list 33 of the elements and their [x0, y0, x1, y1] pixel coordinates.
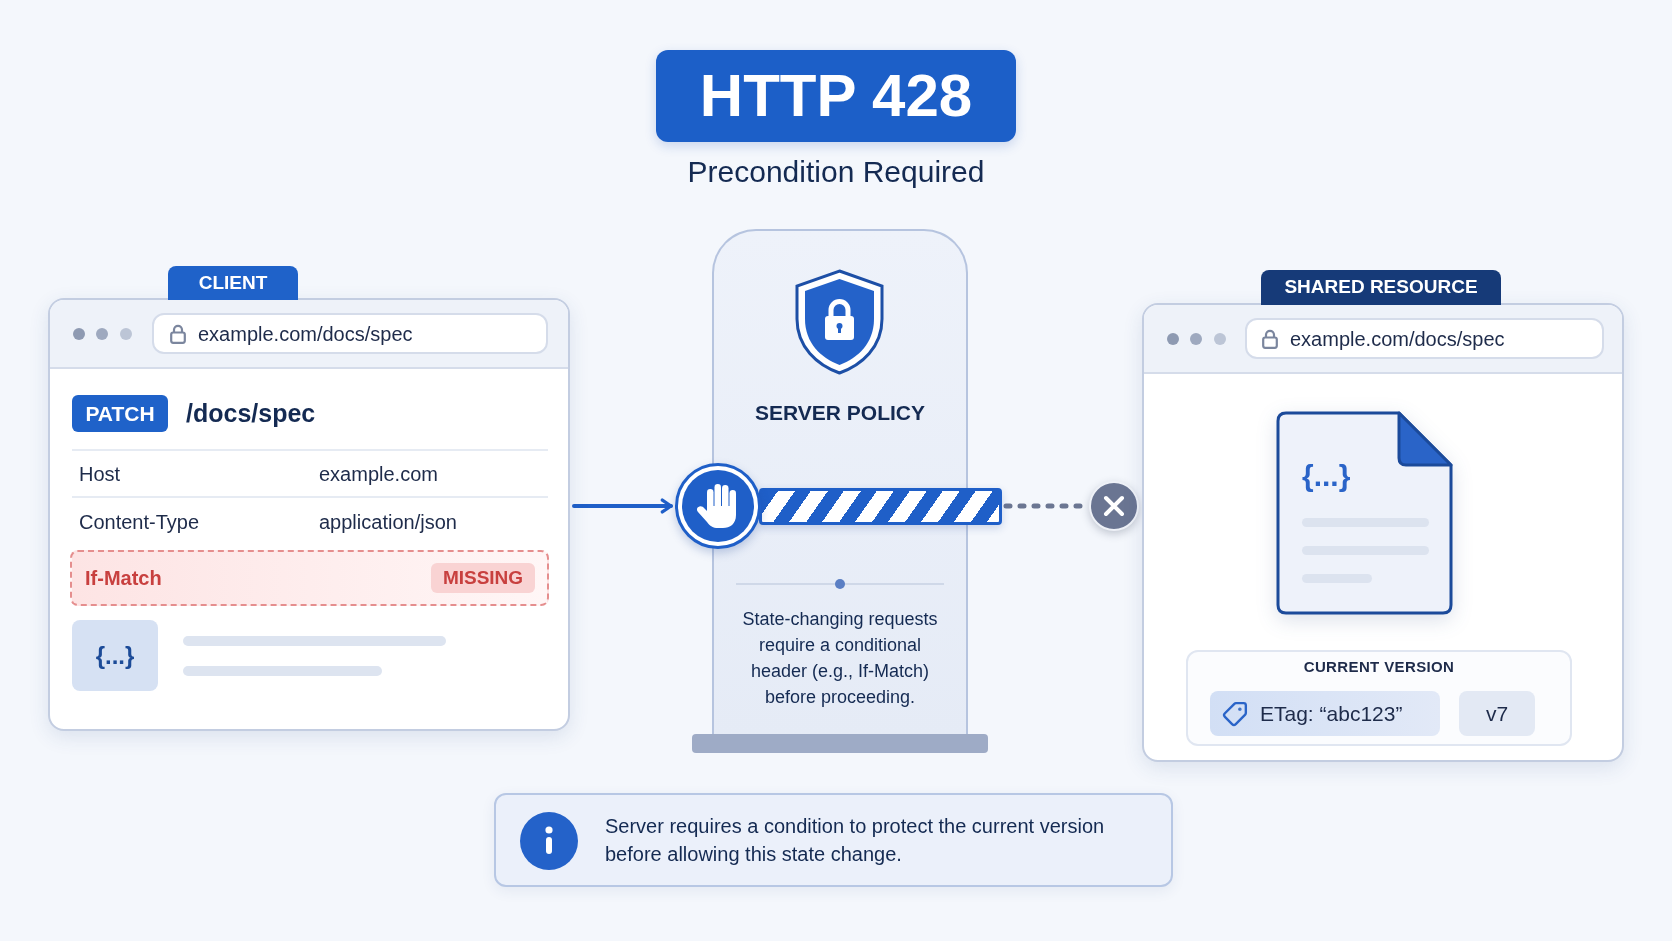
subtitle: Precondition Required [687, 154, 985, 190]
header-name: Host [79, 462, 121, 487]
etag-text: ETag: “abc123” [1260, 700, 1403, 727]
header-value: example.com [319, 462, 438, 487]
window-tab-label: CLIENT [168, 266, 298, 300]
pillar-heading: SERVER POLICY [755, 400, 925, 426]
status-badge: MISSING [431, 563, 535, 593]
url-text: example.com/docs/spec [1290, 326, 1505, 352]
version-pill: v7 [1459, 691, 1535, 736]
version-card [1186, 650, 1572, 746]
document-shape [1275, 410, 1454, 616]
code-braces-text: {...} [1302, 458, 1351, 494]
striped-barrier-bar [759, 488, 1002, 525]
policy-text: State-changing requests require a conditional header (e.g., If-Match) before proceeding. [741, 608, 939, 709]
title-banner: HTTP 428 [656, 50, 1016, 142]
window-tab-label: SHARED RESOURCE [1261, 270, 1501, 305]
address-bar [1245, 318, 1604, 359]
request-path: /docs/spec [186, 397, 316, 429]
info-text: Server requires a condition to protect the current version before allowing this state change. [605, 814, 1106, 867]
header-name: Content-Type [79, 510, 200, 535]
url-text: example.com/docs/spec [198, 321, 413, 347]
address-bar [152, 313, 548, 354]
pillar-base [692, 734, 988, 753]
missing-header-name: If-Match [85, 566, 162, 591]
card-heading: CURRENT VERSION [1303, 657, 1455, 677]
etag-pill [1210, 691, 1440, 736]
header-value: application/json [319, 510, 457, 535]
code-tile: {...} [72, 620, 158, 691]
method-badge: PATCH [72, 395, 168, 432]
missing-header-row [70, 550, 549, 606]
policy-pillar [712, 229, 968, 736]
arrow [572, 498, 673, 514]
info-banner [494, 793, 1173, 887]
